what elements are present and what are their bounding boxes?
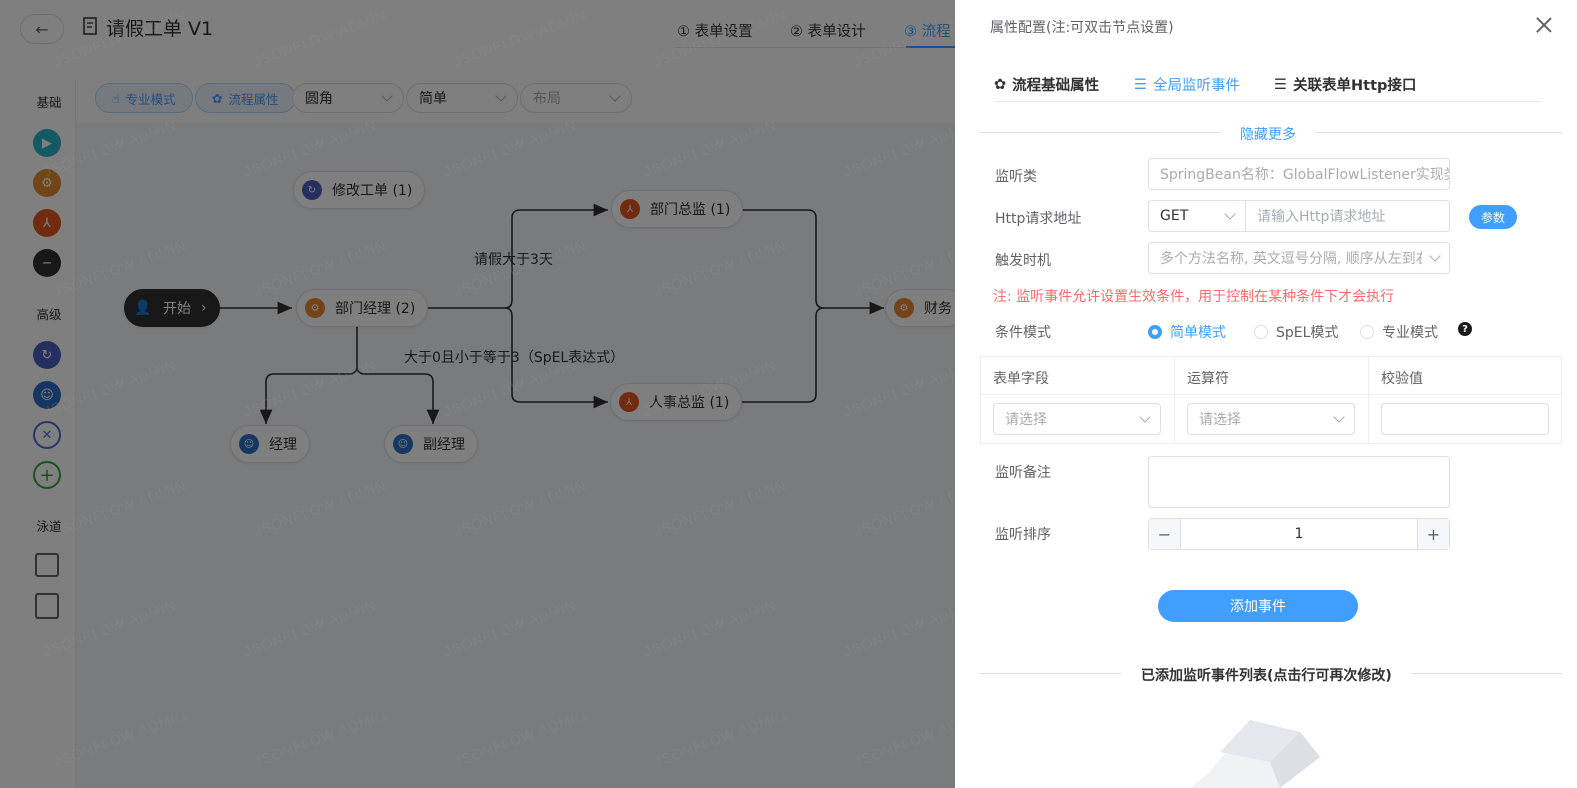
trigger-placeholder: 多个方法名称, 英文逗号分隔, 顺序从左到右	[1160, 251, 1422, 267]
add-event-button[interactable]: 添加事件	[1158, 590, 1358, 622]
check-value-input[interactable]	[1381, 403, 1549, 435]
http-url-label: Http请求地址	[995, 211, 1082, 227]
minus-icon: −	[1157, 524, 1172, 544]
radio-dot	[1254, 325, 1268, 339]
table-cell	[1369, 395, 1563, 443]
table-cell: 请选择	[1175, 395, 1369, 443]
tab-global-listeners[interactable]: ☰ 全局监听事件	[1134, 74, 1240, 95]
condition-table: 表单字段 运算符 校验值 请选择 请选择	[980, 356, 1563, 444]
trigger-select[interactable]: 多个方法名称, 英文逗号分隔, 顺序从左到右	[1148, 242, 1450, 274]
operator-select[interactable]: 请选择	[1187, 403, 1355, 435]
plus-icon: +	[1426, 524, 1441, 544]
gear-icon: ✿	[994, 76, 1007, 93]
chevron-down-icon	[1224, 208, 1236, 220]
hide-more-link[interactable]: 隐藏更多	[1220, 124, 1316, 144]
radio-dot	[1360, 325, 1374, 339]
remark-textarea[interactable]	[1148, 456, 1450, 508]
tab-form-http[interactable]: ☰ 关联表单Http接口	[1274, 74, 1416, 95]
decrement-button[interactable]: −	[1149, 519, 1181, 549]
close-icon[interactable]	[1532, 13, 1556, 37]
chevron-down-icon	[1429, 250, 1441, 262]
increment-button[interactable]: +	[1417, 519, 1449, 549]
tab-flow-basic[interactable]: ✿ 流程基础属性	[994, 74, 1099, 95]
sliders-icon: ☰	[1274, 76, 1287, 93]
remark-label: 监听备注	[995, 465, 1051, 481]
listener-class-input[interactable]: SpringBean名称：GlobalFlowListener实现类	[1148, 158, 1450, 190]
form-field-select[interactable]: 请选择	[993, 403, 1161, 435]
listener-list-title: 已添加监听事件列表(点击行可再次修改)	[1121, 665, 1412, 685]
radio-dot	[1148, 325, 1162, 339]
tab-label: 关联表单Http接口	[1293, 78, 1417, 94]
order-value[interactable]: 1	[1294, 526, 1304, 542]
condition-mode-label: 条件模式	[995, 325, 1051, 341]
empty-box-icon	[1190, 720, 1320, 788]
radio-label: 简单模式	[1170, 325, 1226, 341]
http-url-input[interactable]: 请输入Http请求地址	[1245, 200, 1450, 232]
radio-label: SpEL模式	[1276, 325, 1339, 341]
tab-label: 全局监听事件	[1153, 78, 1240, 94]
field-placeholder: 请选择	[1005, 412, 1047, 428]
chevron-down-icon	[1333, 411, 1345, 423]
drawer-tabs: ✿ 流程基础属性 ☰ 全局监听事件 ☰ 关联表单Http接口	[994, 68, 1542, 102]
condition-note: 注: 监听事件允许设置生效条件，用于控制在某种条件下才会执行	[993, 289, 1395, 305]
radio-pro-mode[interactable]: 专业模式	[1360, 322, 1438, 342]
drawer-title: 属性配置(注:可双击节点设置)	[990, 20, 1174, 36]
order-label: 监听排序	[995, 527, 1051, 543]
question-icon[interactable]: ?	[1458, 322, 1472, 336]
operator-placeholder: 请选择	[1199, 412, 1241, 428]
radio-label: 专业模式	[1382, 325, 1438, 341]
chevron-down-icon	[1139, 411, 1151, 423]
properties-drawer: 属性配置(注:可双击节点设置) ✿ 流程基础属性 ☰ 全局监听事件 ☰ 关联表单Htt…	[955, 0, 1577, 788]
radio-spel-mode[interactable]: SpEL模式	[1254, 322, 1338, 342]
tab-label: 流程基础属性	[1012, 78, 1100, 94]
radio-simple-mode[interactable]: 简单模式	[1148, 322, 1226, 342]
listener-class-label: 监听类	[995, 169, 1037, 185]
http-method-value: GET	[1160, 208, 1189, 224]
order-stepper: − 1 +	[1148, 518, 1450, 550]
param-button[interactable]: 参数	[1469, 205, 1517, 229]
trigger-label: 触发时机	[995, 253, 1051, 269]
th-operator: 运算符	[1175, 357, 1369, 395]
http-method-select[interactable]: GET	[1148, 200, 1246, 232]
table-cell: 请选择	[981, 395, 1175, 443]
sliders-icon: ☰	[1134, 76, 1147, 93]
th-check-value: 校验值	[1369, 357, 1563, 395]
th-form-field: 表单字段	[981, 357, 1175, 395]
